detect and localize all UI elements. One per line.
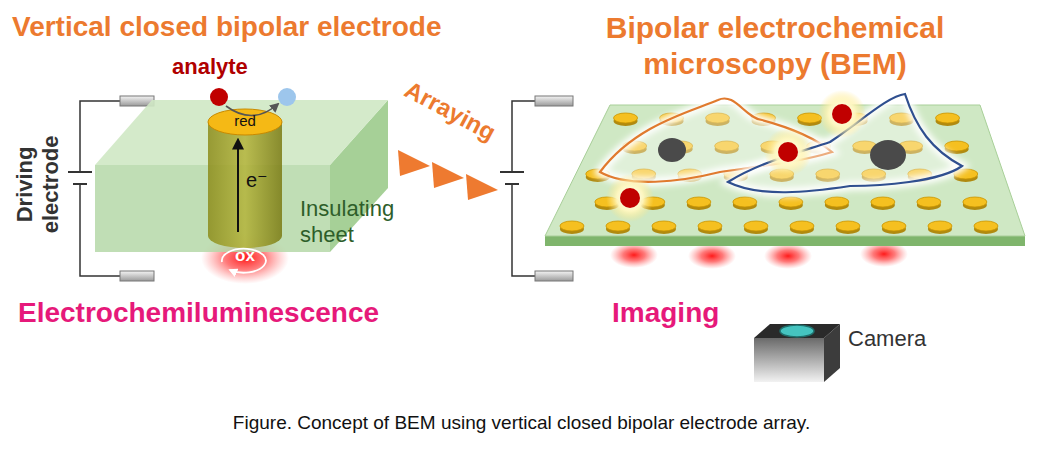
analyte-dot — [778, 142, 798, 162]
sheet-edge — [545, 236, 1025, 246]
electrode-pole-label: ox — [228, 246, 262, 266]
arraying-arrows — [398, 150, 498, 200]
cell-outline — [728, 94, 962, 192]
driving-electrode-plate — [535, 96, 573, 106]
electrode-disc — [606, 221, 630, 231]
electrode-disc — [687, 197, 711, 207]
electron-label: e⁻ — [246, 168, 286, 192]
electrode-disc — [917, 197, 941, 207]
cell-nucleus — [658, 138, 686, 162]
electrode-pole-label: red — [225, 112, 265, 130]
electrode-disc — [779, 197, 803, 207]
wire — [512, 184, 535, 276]
product-dot — [278, 88, 296, 106]
cell-glow — [728, 94, 962, 192]
electrode-disc — [790, 221, 814, 231]
circuit-label: Driving electrode — [12, 119, 65, 249]
sheet-label: Insulating sheet — [300, 196, 418, 249]
electrode-disc — [871, 197, 895, 207]
camera-top — [754, 324, 840, 338]
electrode-disc — [798, 113, 822, 123]
electrode-disc — [733, 197, 757, 207]
electrode-disc — [560, 221, 584, 231]
panel-title: Bipolar electrochemical microscopy (BEM) — [560, 10, 990, 82]
driving-circuit-right — [500, 101, 535, 276]
process-label: Electrochemiluminescence — [18, 296, 438, 330]
dot-glow — [818, 90, 866, 138]
analyte-label: analyte — [172, 54, 272, 80]
electrode-disc — [698, 221, 722, 231]
arrow-head — [432, 162, 464, 188]
electrode-disc — [936, 113, 960, 123]
process-label: Imaging — [612, 296, 752, 330]
cylinder-body — [208, 122, 282, 248]
ecl-glow — [764, 243, 812, 269]
electrode-disc — [882, 221, 906, 231]
electron-arrow — [237, 140, 239, 232]
battery-plate — [500, 171, 524, 173]
camera — [754, 324, 840, 382]
electrode-disc — [945, 141, 969, 151]
cell-glow — [600, 98, 832, 181]
dot-glow — [764, 128, 812, 176]
electrode-disc — [974, 221, 998, 231]
electrode-disc — [652, 221, 676, 231]
panel-title: Vertical closed bipolar electrode — [12, 10, 552, 44]
camera-lens — [780, 325, 814, 337]
analyte-dots — [606, 90, 866, 222]
electrode-disc — [928, 221, 952, 231]
analyte-dot — [832, 104, 852, 124]
electrode-disc — [963, 197, 987, 207]
driving-electrode-plate — [535, 271, 573, 281]
vertical-bipolar-electrode — [208, 109, 282, 248]
analyte-dot — [210, 88, 228, 106]
cylinder-top — [208, 109, 282, 135]
battery-plate — [73, 183, 87, 185]
battery-plate — [68, 171, 92, 173]
part-label: Camera — [848, 326, 958, 352]
ecl-glow — [688, 243, 736, 269]
driving-electrode-plate — [120, 271, 154, 281]
electrode-disc — [744, 221, 768, 231]
cells — [600, 94, 962, 192]
camera-body — [754, 338, 824, 382]
electrode-disc — [825, 197, 849, 207]
arrow-head — [466, 174, 498, 200]
cell-outline — [600, 98, 832, 181]
step-label: Arraying — [390, 71, 509, 153]
figure-caption: Figure. Concept of BEM using vertical cl… — [0, 412, 1043, 435]
cell-nucleus — [870, 140, 906, 170]
dot-glow — [606, 174, 654, 222]
wire — [512, 101, 535, 172]
electrode-disc — [614, 113, 638, 123]
analyte-dot — [620, 188, 640, 208]
arrow-head — [398, 150, 430, 176]
electrode-disc — [836, 221, 860, 231]
battery-plate — [505, 183, 519, 185]
